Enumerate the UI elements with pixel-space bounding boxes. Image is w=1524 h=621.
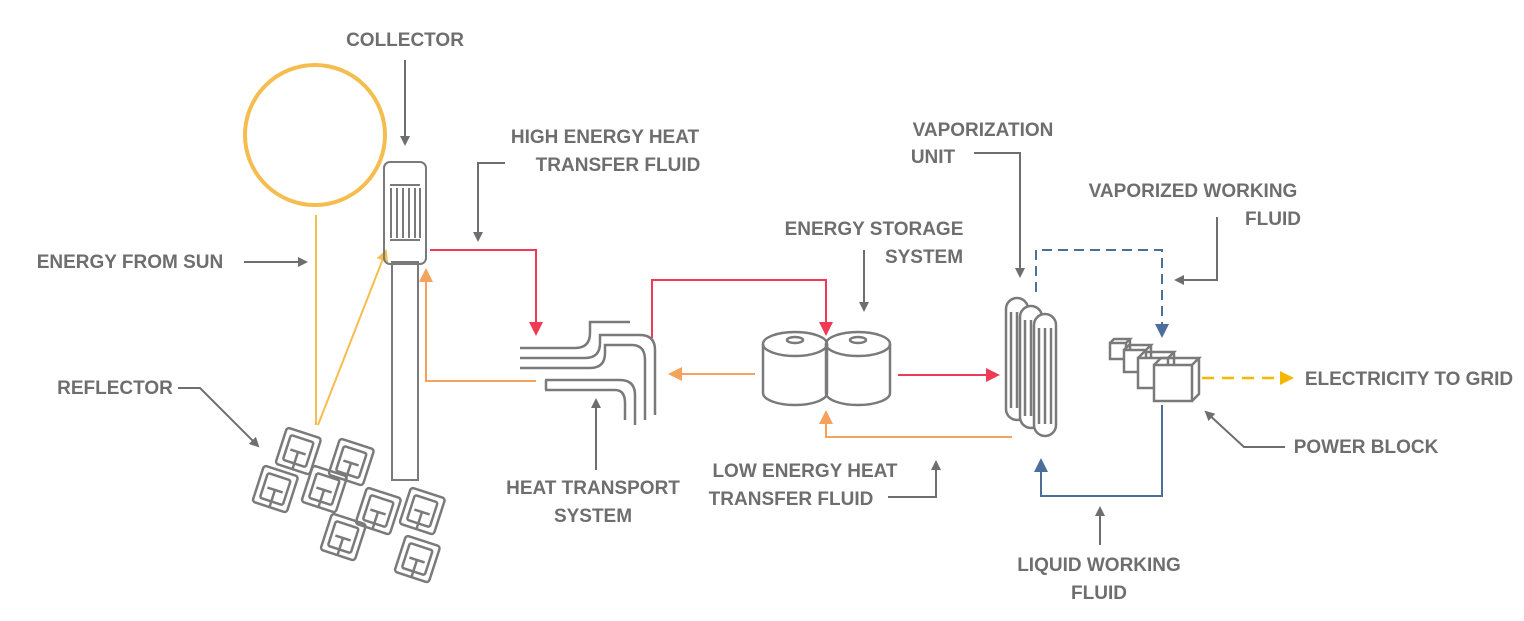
energy-from-sun-label: ENERGY FROM SUN: [37, 252, 224, 273]
reflector-label: REFLECTOR: [57, 378, 173, 399]
vaporized-label-line1: VAPORIZED WORKING: [1089, 181, 1298, 202]
power-block-pointer: [1204, 410, 1285, 448]
high-energy-label-line2: TRANSFER FLUID: [536, 155, 701, 176]
high-energy-label-line1: HIGH ENERGY HEAT: [511, 127, 700, 148]
tower-icon: [383, 161, 427, 481]
low-energy-label-line2: TRANSFER FLUID: [709, 489, 874, 510]
vaporized-working-fluid-line: [1035, 249, 1169, 338]
hot-to-storage-flow-line: [651, 279, 833, 338]
collector-label: COLLECTOR: [346, 30, 464, 51]
low-energy-return-flow-line: [819, 410, 1012, 438]
vaporization-unit-icon: [1004, 296, 1058, 438]
vaporized-label-line2: FLUID: [1245, 209, 1301, 230]
electricity-label: ELECTRICITY TO GRID: [1305, 369, 1513, 390]
energy-storage-label-line1: ENERGY STORAGE: [785, 219, 964, 240]
sun-icon: [243, 63, 387, 207]
vaporization-label-line1: VAPORIZATION: [913, 120, 1054, 141]
storage-tanks-icon: [761, 330, 892, 407]
reflector-pointer: [178, 387, 260, 448]
heat-transport-label-line2: SYSTEM: [554, 506, 632, 527]
heat-transport-label-line1: HEAT TRANSPORT: [506, 478, 680, 499]
liquid-working-fluid-line: [1034, 405, 1163, 497]
low-energy-label-line1: LOW ENERGY HEAT: [712, 461, 897, 482]
power-block-icon: [1108, 337, 1203, 403]
high-energy-flow-line: [430, 249, 543, 336]
energy-storage-label-line2: SYSTEM: [885, 247, 963, 268]
heat-transport-pipes-icon: [520, 320, 657, 425]
transport-to-collector-flow-line: [419, 268, 536, 382]
vaporization-label-line2: UNIT: [911, 147, 956, 168]
reflected-ray: [317, 249, 388, 426]
liquid-label-line2: FLUID: [1071, 583, 1127, 604]
vaporized-pointer: [1174, 217, 1218, 285]
low-energy-pointer: [888, 460, 941, 498]
liquid-label-line1: LIQUID WORKING: [1017, 555, 1181, 576]
power-block-label: POWER BLOCK: [1294, 437, 1439, 458]
vaporization-pointer: [974, 152, 1025, 278]
high-energy-pointer: [473, 162, 505, 242]
reflector-field-icon: [251, 426, 446, 584]
